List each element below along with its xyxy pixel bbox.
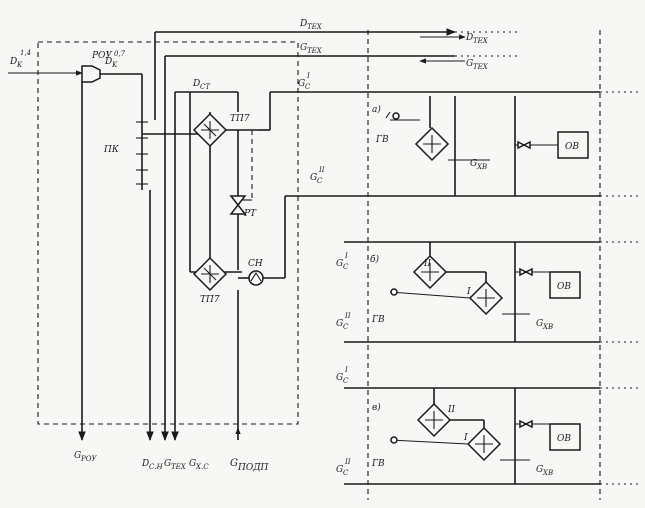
label-g-tex-bottom: G: [164, 459, 171, 469]
heat-exchanger-top: [192, 112, 228, 148]
label-gc-b2-sub: С: [343, 323, 349, 331]
label-gv-v: ГВ: [371, 459, 385, 469]
label-gc-v2-sub: С: [343, 469, 349, 477]
label-tp7-top: ТП7: [230, 114, 250, 124]
label-g-tex-bottom-sub: ТЕХ: [171, 463, 187, 471]
label-rou: РОУ: [91, 51, 113, 61]
label-ov-v: ОВ: [557, 434, 571, 444]
label-gc-b1-sub: С: [343, 263, 349, 271]
rou-valve: [81, 65, 101, 83]
b-ov-box: [549, 271, 581, 299]
label-v: в): [372, 402, 381, 413]
label-g-podp: G: [230, 458, 238, 469]
label-g-c1: G: [298, 79, 305, 89]
b-gv-line: [389, 291, 471, 299]
label-ov-b: ОВ: [557, 282, 571, 292]
label-d-sn: D: [141, 459, 149, 469]
label-gc-v1-sub: С: [343, 377, 349, 385]
b-exchanger-i: [468, 280, 504, 316]
v-gv-line: [389, 439, 469, 445]
label-g-xb-v: G: [536, 465, 543, 475]
label-d-k-sup: 0,7: [114, 50, 126, 58]
label-g-xb-a: G: [470, 159, 477, 169]
label-g-podp-sub: ПОДП: [237, 463, 269, 473]
label-g-xb-a-sub: ХВ: [476, 163, 487, 171]
label-g-tex-right-sub: ТЕХ: [473, 63, 489, 71]
label-pt: РТ: [243, 209, 257, 219]
label-stage-ii-v: II: [447, 405, 456, 415]
label-g-tex: G: [300, 43, 307, 53]
label-g-rou-sub: РОУ: [80, 455, 97, 463]
label-pk: ПК: [103, 145, 120, 155]
label-g-tex-sub: ТЕХ: [307, 47, 323, 55]
label-b: б): [370, 254, 379, 265]
b-exchanger-ii: [412, 254, 448, 290]
label-d-tex-right-sub: ТЕХ: [473, 37, 489, 45]
label-d-tex-right: D: [465, 33, 473, 43]
label-gc-v2: G: [336, 465, 343, 475]
network-pump: [248, 270, 264, 286]
label-ov-a: ОВ: [565, 142, 579, 152]
b-gv-valve: [390, 288, 398, 296]
label-gc-b1: G: [336, 259, 343, 269]
a-heat-exchanger: [414, 126, 450, 162]
label-d-st-sub: СТ: [200, 83, 211, 91]
label-g-c2-sub: С: [317, 177, 323, 185]
a-valve: [517, 140, 531, 150]
heat-exchanger-bottom: [192, 256, 228, 292]
a-ov-box: [557, 131, 589, 159]
label-a: а): [372, 104, 381, 115]
label-g-c2-sup: II: [318, 166, 325, 174]
v-gv-valve: [390, 436, 398, 444]
label-g-rou: G: [74, 451, 81, 461]
label-d-k-sub: K: [111, 61, 118, 69]
label-d-st: D: [192, 79, 200, 89]
label-stage-i-v: I: [463, 433, 468, 443]
label-sn: СН: [248, 259, 263, 269]
label-tp7-bottom: ТП7: [200, 295, 220, 305]
label-d-k: D: [104, 57, 112, 67]
label-g-kc-sub: Х.С: [195, 463, 209, 471]
v-exchanger-ii: [416, 402, 452, 438]
label-stage-ii-b: II: [423, 259, 432, 269]
label-g-xb-b: G: [536, 319, 543, 329]
a-gv-valve: [392, 112, 400, 120]
label-d-tex-sub: ТЕХ: [307, 23, 323, 31]
label-g-kc: G: [189, 459, 196, 469]
label-gc-v1-sup: I: [344, 366, 348, 374]
plant-boundary: [37, 41, 299, 425]
label-g-tex-right: G: [466, 59, 473, 69]
label-g-xb-b-sub: ХВ: [542, 323, 553, 331]
label-stage-i-b: I: [466, 287, 471, 297]
regulator-valve: [229, 195, 247, 215]
label-d-in-sub: K: [16, 61, 23, 69]
v-ov-box: [549, 423, 581, 451]
label-gv-a: ГВ: [375, 135, 389, 145]
label-gv-b: ГВ: [371, 315, 385, 325]
label-d-in: D: [9, 57, 17, 67]
v-exchanger-i: [466, 426, 502, 462]
label-g-c1-sub: С: [305, 83, 311, 91]
b-valve: [519, 267, 533, 277]
label-gc-b2: G: [336, 319, 343, 329]
label-d-in-sup: 1,4: [20, 49, 31, 57]
a-gv-tap: [385, 111, 391, 119]
v-valve: [519, 419, 533, 429]
label-gc-v1: G: [336, 373, 343, 383]
label-g-c2: G: [310, 173, 317, 183]
label-g-c1-sup: I: [306, 72, 310, 80]
label-g-xb-v-sub: ХВ: [542, 469, 553, 477]
label-d-tex: D: [299, 19, 307, 29]
label-gc-v2-sup: II: [344, 458, 351, 466]
label-d-sn-sub: С.Н: [149, 463, 164, 471]
label-gc-b2-sup: II: [344, 312, 351, 320]
label-gc-b1-sup: I: [344, 252, 348, 260]
